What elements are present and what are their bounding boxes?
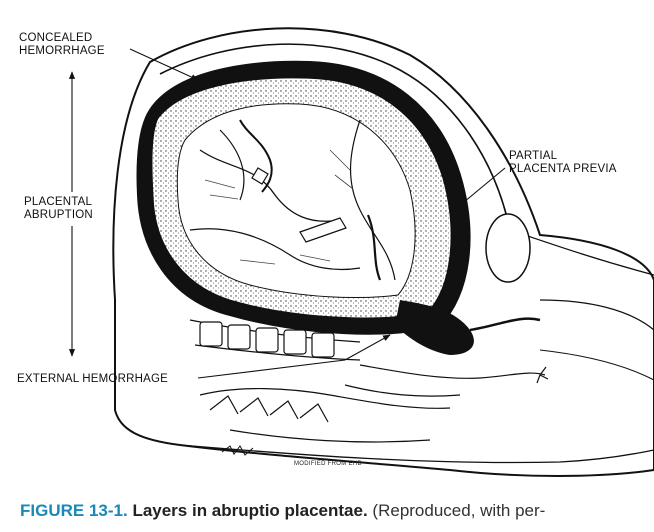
- figure-caption: FIGURE 13-1. Layers in abruptio placenta…: [20, 501, 650, 521]
- label-abruption-1: PLACENTAL: [24, 196, 92, 208]
- caption-note: (Reproduced, with per-: [372, 501, 545, 520]
- label-previa-1: PARTIAL: [509, 150, 558, 162]
- label-previa-2: PLACENTA PREVIA: [509, 163, 617, 175]
- label-concealed-2: HEMORRHAGE: [19, 45, 105, 57]
- label-abruption-2: ABRUPTION: [24, 209, 93, 221]
- caption-number: FIGURE 13-1.: [20, 501, 128, 520]
- credit-text: MODIFIED FROM EHB: [294, 461, 362, 467]
- label-concealed-1: CONCEALED: [19, 32, 92, 44]
- caption-title: Layers in abruptio placentae.: [132, 501, 367, 520]
- cervical-oval: [486, 214, 530, 282]
- abruptio-placentae-diagram: CONCEALED HEMORRHAGE PLACENTAL ABRUPTION…: [0, 0, 654, 495]
- label-external: EXTERNAL HEMORRHAGE: [17, 373, 168, 385]
